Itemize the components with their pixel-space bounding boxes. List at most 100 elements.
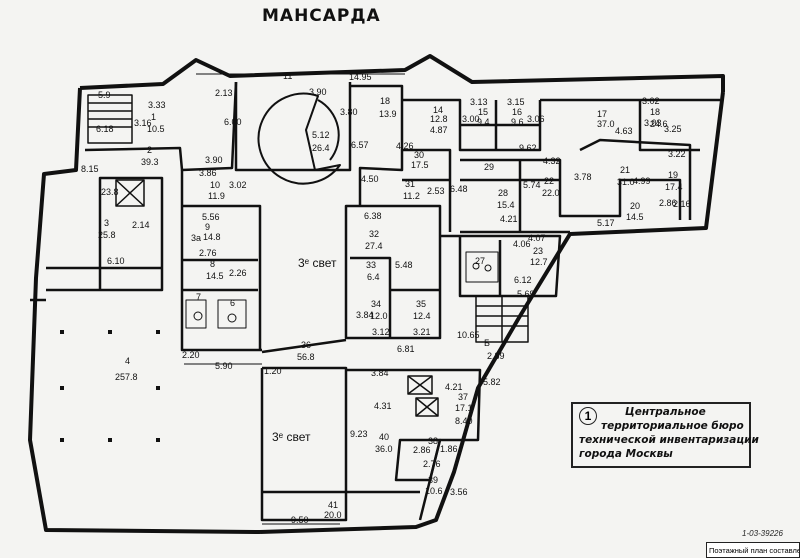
plan-label: 1 bbox=[151, 112, 156, 122]
stairs-and-lifts bbox=[87, 94, 529, 417]
plan-label: 3.80 bbox=[340, 107, 358, 117]
plan-label: 14 bbox=[433, 105, 443, 115]
plan-title: МАНСАРДА bbox=[262, 6, 381, 26]
footer-note: Поэтажный план составлен bbox=[706, 542, 800, 558]
plan-label: 4.32 bbox=[543, 156, 561, 166]
plan-label: 6.18 bbox=[96, 124, 114, 134]
plan-label: 4.06 bbox=[513, 239, 531, 249]
plan-label: 257.8 bbox=[115, 372, 138, 382]
plan-label: 36 bbox=[301, 340, 311, 350]
plan-label: 15.4 bbox=[497, 200, 515, 210]
plan-label: 3 bbox=[104, 218, 109, 228]
plan-label: 4.21 bbox=[445, 382, 463, 392]
plan-label: 8.40 bbox=[455, 416, 473, 426]
plan-label: 9.4 bbox=[477, 117, 490, 127]
plan-label: 8.15 bbox=[81, 164, 99, 174]
plan-label: 5.9 bbox=[98, 90, 111, 100]
plan-label: 2.26 bbox=[229, 268, 247, 278]
plan-label: 4.63 bbox=[615, 126, 633, 136]
plan-label: 3.90 bbox=[309, 87, 327, 97]
plan-label: 41 bbox=[328, 500, 338, 510]
plan-label: 18 bbox=[650, 107, 660, 117]
stamp-line-3: технической инвентаризации bbox=[579, 434, 759, 446]
plan-label: 2.86 bbox=[413, 445, 431, 455]
plan-label: 31 bbox=[405, 179, 415, 189]
plan-label: 37 bbox=[458, 392, 468, 402]
plan-label: 4 bbox=[125, 356, 130, 366]
plan-label: 3.25 bbox=[664, 124, 682, 134]
interior-walls bbox=[30, 81, 720, 522]
stamp-number: 1 bbox=[579, 407, 597, 425]
plan-label: 2 bbox=[147, 145, 152, 155]
plan-label: 6.10 bbox=[107, 256, 125, 266]
dimension-lines bbox=[184, 73, 405, 525]
plan-label: 3ᵉ свет bbox=[298, 256, 337, 270]
plan-label: 5.90 bbox=[215, 361, 233, 371]
exterior-walls bbox=[28, 54, 725, 534]
plan-label: 34 bbox=[371, 299, 381, 309]
plan-label: Б bbox=[484, 338, 490, 348]
plan-label: 17.5 bbox=[411, 160, 429, 170]
plan-label: 3.84 bbox=[371, 368, 389, 378]
plan-label: 39 bbox=[428, 475, 438, 485]
plan-label: 6.48 bbox=[450, 184, 468, 194]
plan-label: 2.76 bbox=[199, 248, 217, 258]
plan-label: 3.21 bbox=[413, 327, 431, 337]
plan-label: 2.53 bbox=[427, 186, 445, 196]
plan-label: 9.23 bbox=[350, 429, 368, 439]
plan-label: 56.8 bbox=[297, 352, 315, 362]
plan-label: 14.8 bbox=[203, 232, 221, 242]
plan-label: 18 bbox=[380, 96, 390, 106]
plan-label: 5.56 bbox=[202, 212, 220, 222]
plan-label: 10.6 bbox=[425, 486, 443, 496]
plan-label: 3ᵉ свет bbox=[272, 430, 311, 444]
plan-label: 4.31 bbox=[374, 401, 392, 411]
plan-label: 39.3 bbox=[141, 157, 159, 167]
plan-label: 3.33 bbox=[148, 100, 166, 110]
plan-label: 23.8 bbox=[101, 187, 119, 197]
plan-label: 20.0 bbox=[324, 510, 342, 520]
plan-label: 29 bbox=[484, 162, 494, 172]
plan-label: 7 bbox=[196, 292, 201, 302]
plan-label: 2.14 bbox=[132, 220, 150, 230]
plan-label: 40 bbox=[379, 432, 389, 442]
plan-label: 6.81 bbox=[397, 344, 415, 354]
plan-label: 3.84 bbox=[356, 310, 374, 320]
plan-label: 20 bbox=[630, 201, 640, 211]
plan-label: 5.74 bbox=[523, 180, 541, 190]
plan-label: 3.90 bbox=[205, 155, 223, 165]
plan-label: 32 bbox=[369, 229, 379, 239]
plan-label: 4.26 bbox=[396, 141, 414, 151]
plan-label: 2.16 bbox=[673, 199, 691, 209]
plan-label: 11.2 bbox=[403, 191, 420, 201]
plan-label: 9.50 bbox=[291, 515, 309, 525]
plan-label: 22 bbox=[544, 176, 554, 186]
plan-label: 1.86 bbox=[440, 444, 458, 454]
plan-label: 11.9 bbox=[208, 191, 225, 201]
plan-label: 35 bbox=[416, 299, 426, 309]
plan-label: 25.8 bbox=[98, 230, 116, 240]
stamp-line-2: территориальное бюро bbox=[601, 420, 744, 432]
plan-label: 3.56 bbox=[450, 487, 468, 497]
plan-label: 14.5 bbox=[206, 271, 224, 281]
plan-label: 31.0 bbox=[617, 177, 635, 187]
plan-label: 11 bbox=[283, 71, 292, 81]
plan-label: 13.9 bbox=[379, 109, 397, 119]
plan-label: 17.4 bbox=[665, 182, 683, 192]
plan-label: 4.50 bbox=[361, 174, 379, 184]
plan-label: 14.95 bbox=[349, 72, 372, 82]
bti-stamp: 1 Центральное территориальное бюро техни… bbox=[571, 402, 759, 468]
plan-label: 17 bbox=[597, 109, 607, 119]
plan-label: 2.13 bbox=[215, 88, 233, 98]
plan-label: 5.17 bbox=[597, 218, 615, 228]
plan-label: 4.87 bbox=[430, 125, 448, 135]
stamp-line-1: Центральное bbox=[625, 406, 706, 418]
plan-label: 3.86 bbox=[199, 168, 217, 178]
plan-label: 6.38 bbox=[364, 211, 382, 221]
plan-label: 4.99 bbox=[633, 176, 651, 186]
plan-label: 5.69 bbox=[517, 289, 535, 299]
plan-label: 10.5 bbox=[147, 124, 165, 134]
plan-label: 9.62 bbox=[519, 143, 537, 153]
plan-label: 28 bbox=[498, 188, 508, 198]
